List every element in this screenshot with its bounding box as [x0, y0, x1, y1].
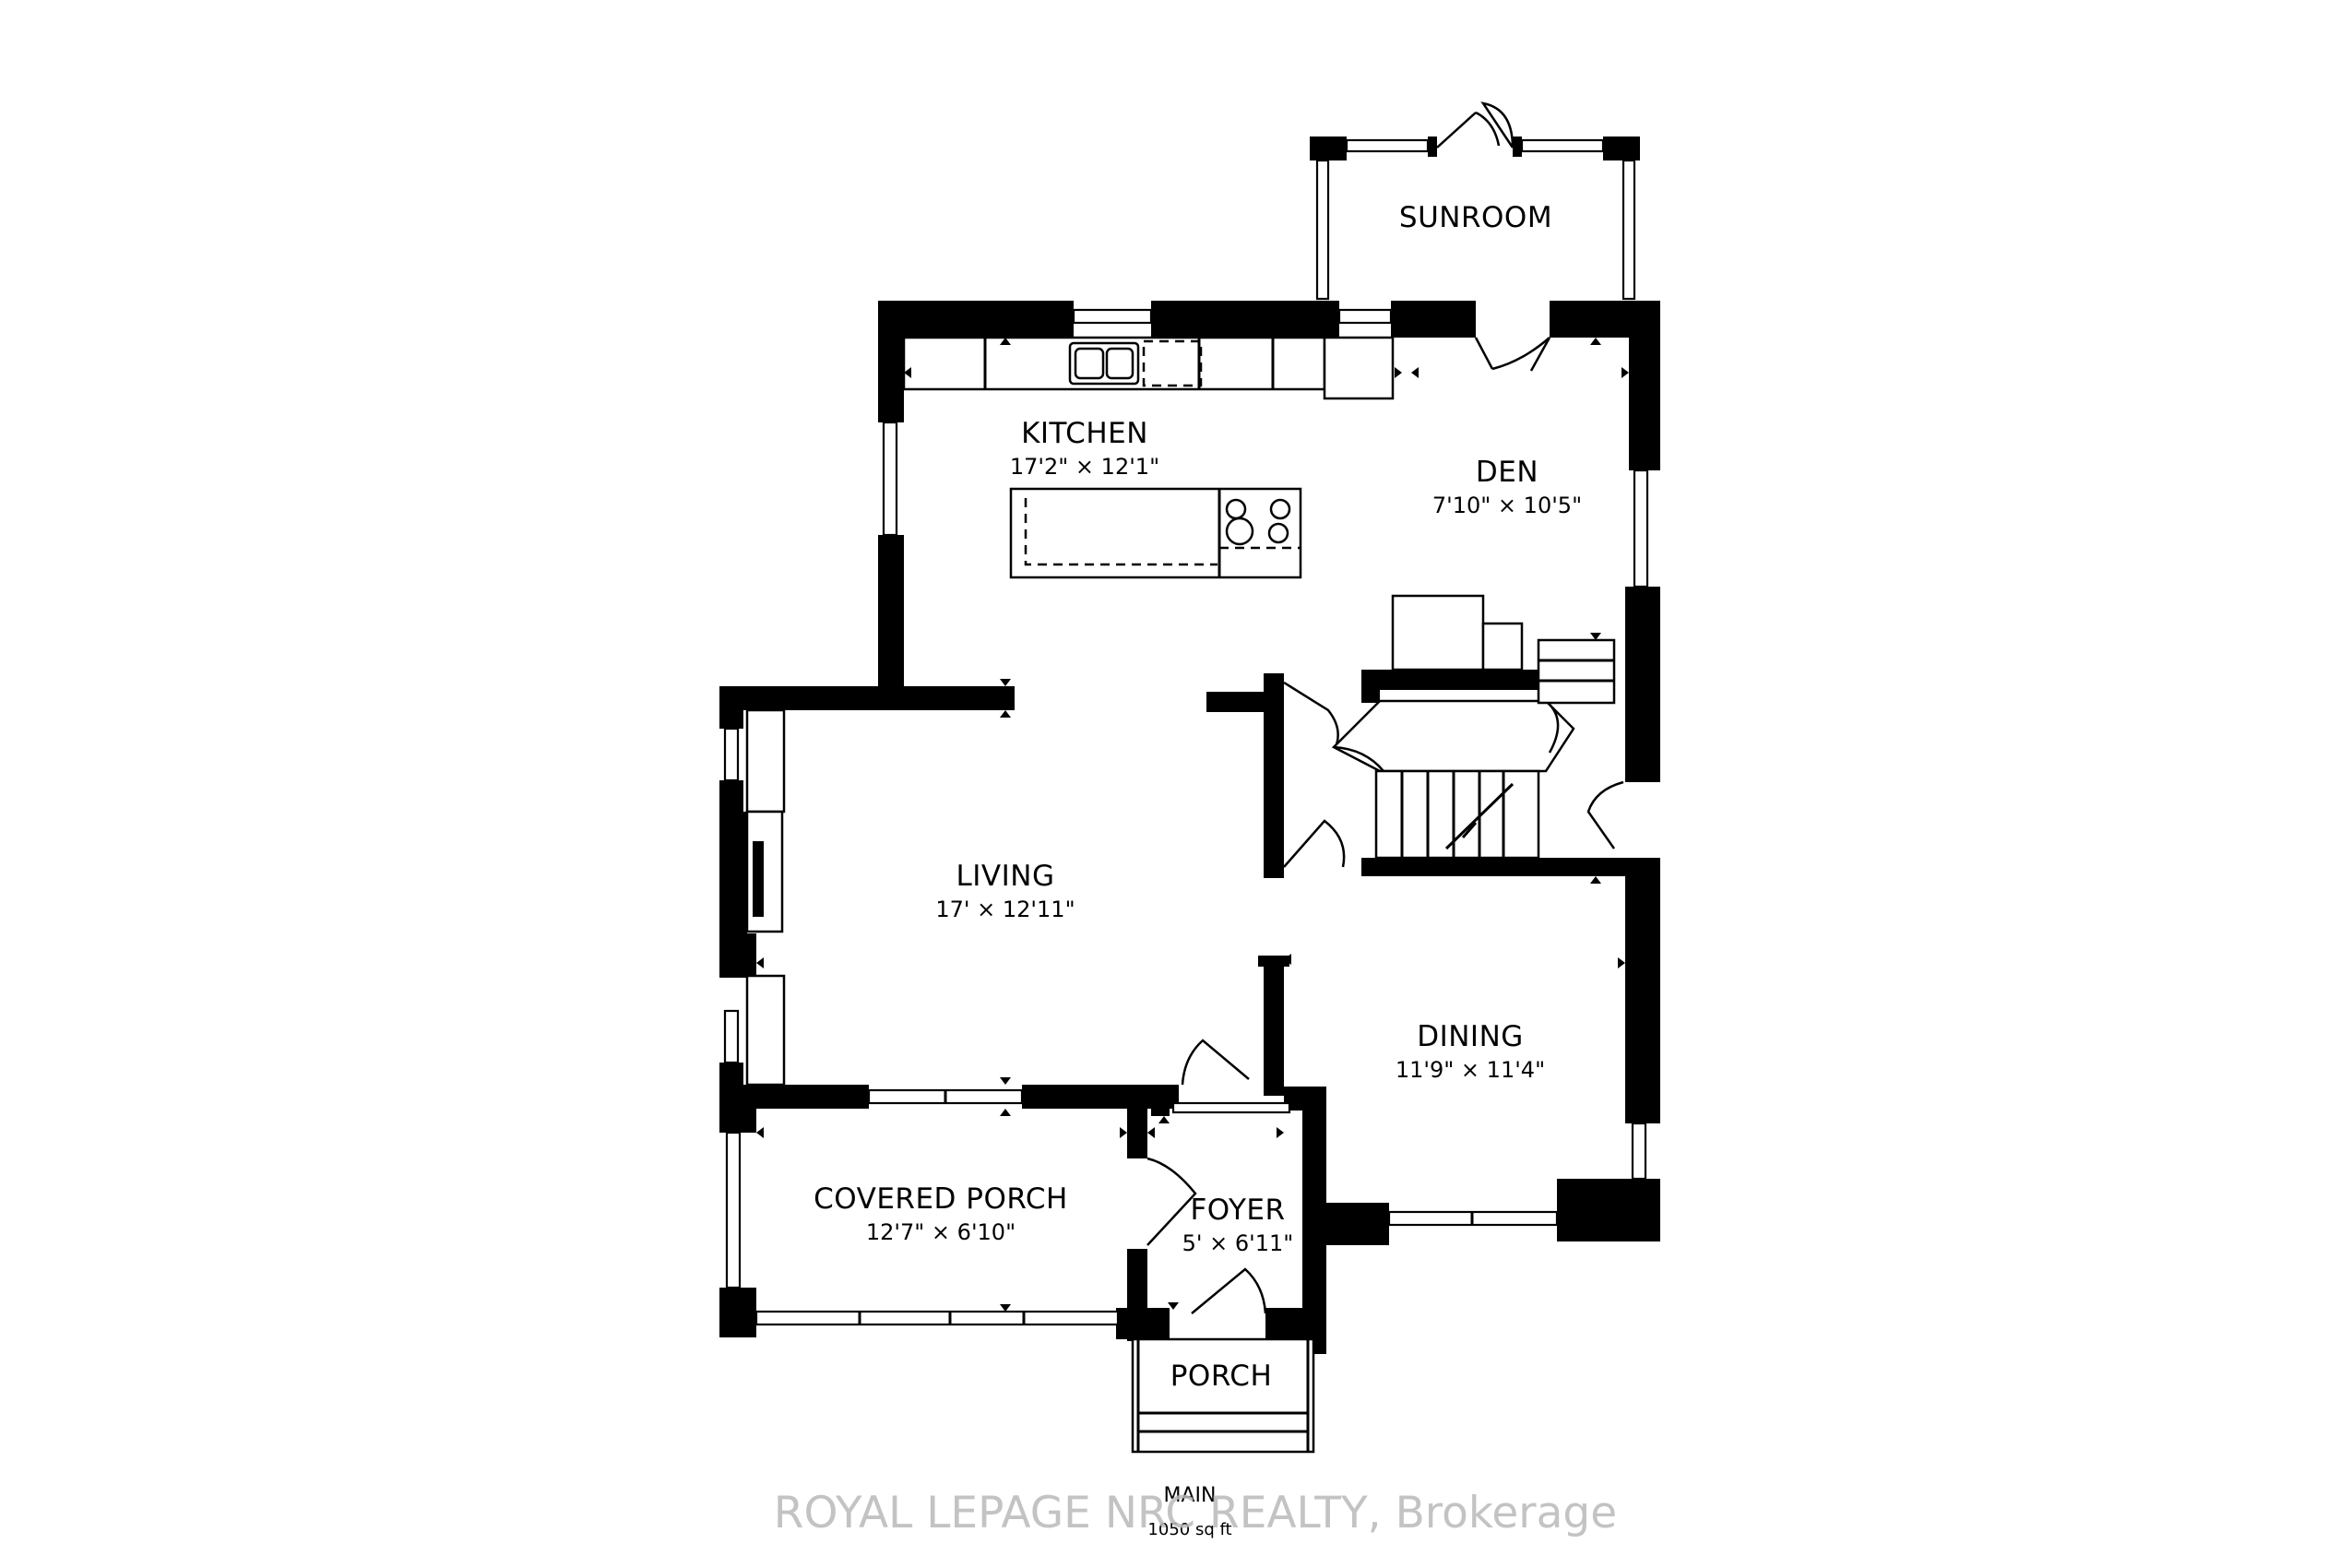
kitchen-island — [1009, 487, 1302, 579]
stair-closet-walls — [1206, 670, 1629, 878]
floor-name: MAIN — [1164, 1484, 1217, 1507]
floor-area: 1050 sq ft — [1147, 1520, 1231, 1539]
sunroom-french-door[interactable] — [1436, 101, 1515, 148]
sunroom-walls — [1310, 137, 1640, 301]
den-exterior-door[interactable] — [1586, 780, 1624, 849]
living-label: LIVING — [956, 860, 1055, 893]
dining-label: DINING — [1417, 1020, 1524, 1053]
closet-door-1[interactable] — [1283, 681, 1339, 748]
brokerage-watermark: ROYAL LEPAGE NRC REALTY, Brokerage — [774, 1488, 1617, 1538]
front-door[interactable] — [1191, 1267, 1267, 1314]
front-porch-steps — [1131, 1337, 1315, 1454]
stairs-lower — [1374, 769, 1540, 860]
closet-shelf — [1331, 699, 1575, 773]
den-door[interactable] — [1474, 337, 1551, 372]
dining-walls — [1258, 858, 1660, 1354]
foyer-label: FOYER — [1190, 1194, 1285, 1227]
living-dimensions: 17' × 12'11" — [935, 897, 1075, 922]
foyer-side-door[interactable] — [1146, 1157, 1197, 1246]
den-dimensions: 7'10" × 10'5" — [1432, 493, 1582, 518]
kitchen-left-wall — [878, 301, 904, 699]
stairs-upper — [1537, 638, 1616, 705]
den-label: DEN — [1476, 456, 1538, 489]
dimension-ticks — [756, 338, 1629, 1312]
kitchen-dimensions: 17'2" × 12'1" — [1010, 454, 1159, 480]
dishwasher-icon — [1142, 339, 1203, 387]
living-bottom-wall — [719, 1085, 1179, 1109]
living-top-wall — [719, 686, 1015, 729]
kitchen-counter — [902, 336, 1395, 400]
foyer-dining-door[interactable] — [1181, 1039, 1250, 1086]
porch-label: PORCH — [1170, 1360, 1273, 1393]
cooktop-icon — [1225, 498, 1291, 546]
appliance-boxes — [1391, 594, 1524, 671]
covered-porch-walls — [719, 1085, 1120, 1337]
den-right-wall — [1625, 301, 1660, 782]
kitchen-label: KITCHEN — [1021, 417, 1148, 450]
fireplace-icon — [745, 708, 786, 1087]
sunroom-label: SUNROOM — [1399, 201, 1552, 234]
foyer-dimensions: 5' × 6'11" — [1182, 1230, 1294, 1256]
kitchen-sink-icon — [1068, 341, 1140, 386]
covered-porch-dimensions: 12'7" × 6'10" — [866, 1219, 1016, 1245]
dining-dimensions: 11'9" × 11'4" — [1396, 1057, 1545, 1083]
top-wall — [878, 301, 1660, 338]
covered-porch-label: COVERED PORCH — [814, 1182, 1068, 1216]
closet-door-2[interactable] — [1283, 819, 1346, 868]
foyer-walls — [1116, 1085, 1324, 1341]
